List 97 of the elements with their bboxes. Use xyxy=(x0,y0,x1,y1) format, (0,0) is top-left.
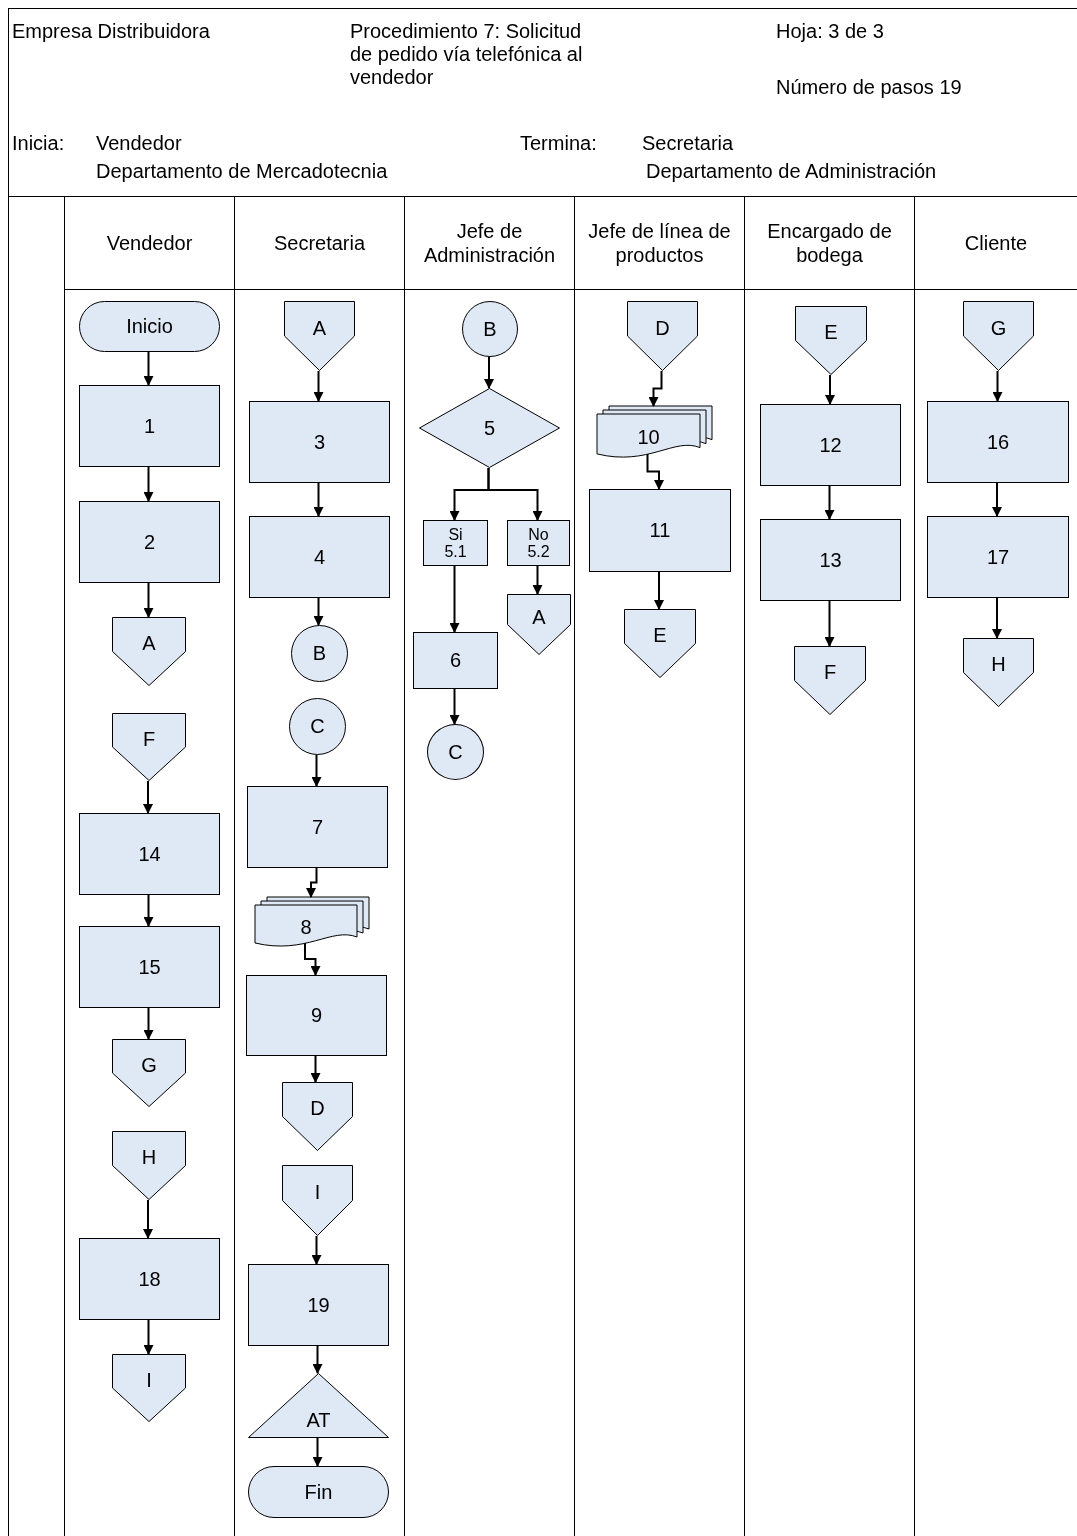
connector-circle: C xyxy=(289,698,346,755)
swimlane xyxy=(404,197,574,1536)
shape-label: H xyxy=(990,652,1007,677)
arrow xyxy=(449,565,460,633)
shape-label: G xyxy=(140,1052,158,1077)
arrow xyxy=(143,894,154,927)
terminal-shape: Fin xyxy=(248,1466,389,1518)
shape-label: D xyxy=(654,315,671,340)
shape-label: D xyxy=(309,1096,326,1121)
arrow xyxy=(143,582,154,618)
shape-label: AT xyxy=(305,1407,332,1432)
shape-label: I xyxy=(313,1179,322,1204)
header-text: Secretaria xyxy=(642,132,734,155)
shape-label: I xyxy=(145,1367,153,1392)
header-text: Número de pasos 19 xyxy=(776,76,962,99)
arrow xyxy=(310,1055,321,1083)
process-box: 3 xyxy=(249,401,390,483)
header-text: Hoja: 3 de 3 xyxy=(776,20,884,43)
terminal-shape: Inicio xyxy=(79,301,220,352)
lane-header: Cliente xyxy=(915,197,1077,290)
connector-circle: B xyxy=(462,301,518,357)
lane-header: Secretaria xyxy=(235,197,404,290)
lane-header: Encargado de bodega xyxy=(745,197,914,290)
process-box: 15 xyxy=(79,926,220,1008)
arrow xyxy=(824,485,835,520)
process-box: 13 xyxy=(760,519,901,601)
shape-label: A xyxy=(531,605,547,630)
process-box: 4 xyxy=(249,516,390,598)
header-text: Departamento de Administración xyxy=(646,160,937,183)
arrow xyxy=(313,482,324,517)
arrow xyxy=(304,942,321,976)
process-box: 1 xyxy=(79,385,220,467)
lane-header: Jefe de línea de productos xyxy=(575,197,744,290)
shape-label: H xyxy=(140,1145,158,1170)
lane-header: Jefe de Administración xyxy=(405,197,574,290)
arrow xyxy=(648,370,663,407)
arrow xyxy=(306,867,318,898)
swimlane xyxy=(914,197,1077,1536)
connector-circle: B xyxy=(291,625,348,682)
process-box: 19 xyxy=(248,1264,389,1346)
process-box: 12 xyxy=(760,404,901,486)
process-box: 16 xyxy=(927,401,1069,483)
arrow xyxy=(143,351,154,386)
shape-label: 8 xyxy=(299,915,313,940)
shape-label: 5 xyxy=(482,416,497,440)
arrow xyxy=(646,453,664,490)
arrow xyxy=(311,754,322,787)
shape-label: G xyxy=(989,315,1008,340)
shape-label: F xyxy=(141,726,157,751)
shape-label: E xyxy=(823,320,839,345)
arrow xyxy=(312,1437,323,1467)
arrow xyxy=(992,597,1002,639)
arrow xyxy=(311,1235,322,1265)
arrow xyxy=(654,571,664,610)
header-text: Procedimiento 7: Solicitud de pedido vía telefónica al vendedor xyxy=(350,20,584,89)
swimlane xyxy=(234,197,404,1536)
shape-label: A xyxy=(311,315,328,340)
arrow xyxy=(312,1345,323,1374)
arrow xyxy=(824,600,835,647)
arrow xyxy=(143,780,153,814)
process-box: 6 xyxy=(413,632,498,689)
arrow xyxy=(825,374,835,405)
arrow xyxy=(143,1319,154,1355)
shape-label: F xyxy=(822,660,838,685)
process-box: 2 xyxy=(79,501,220,583)
arrow xyxy=(449,688,460,725)
connector-circle: C xyxy=(427,724,484,780)
header-text: Inicia: xyxy=(12,132,65,155)
arrow xyxy=(532,565,543,595)
arrow xyxy=(992,482,1002,517)
process-box: 7 xyxy=(247,786,388,868)
arrow xyxy=(313,597,324,626)
shape-label: 10 xyxy=(636,425,661,450)
swimlane xyxy=(64,197,234,1536)
header-text: Vendedor xyxy=(96,132,182,155)
swimlane xyxy=(574,197,744,1536)
shape-label: E xyxy=(652,623,668,648)
arrow xyxy=(484,356,494,389)
process-box: 18 xyxy=(79,1238,220,1320)
header-text: Termina: xyxy=(520,132,597,155)
shape-label: A xyxy=(141,631,157,656)
branch-box: Si 5.1 xyxy=(423,520,488,566)
swimlane xyxy=(744,197,914,1536)
process-box: 14 xyxy=(79,813,220,895)
process-box: 11 xyxy=(589,489,731,572)
process-box: 17 xyxy=(927,516,1069,598)
branch-box: No 5.2 xyxy=(507,520,570,566)
header-text: Empresa Distribuidora xyxy=(12,20,210,43)
arrow xyxy=(143,1199,153,1239)
arrow xyxy=(487,467,543,521)
arrow xyxy=(143,466,154,502)
arrow xyxy=(313,370,324,402)
lane-header: Vendedor xyxy=(65,197,234,290)
header-text: Departamento de Mercadotecnia xyxy=(96,160,388,183)
process-box: 9 xyxy=(246,975,387,1056)
arrow xyxy=(992,370,1003,402)
arrow xyxy=(143,1007,154,1040)
